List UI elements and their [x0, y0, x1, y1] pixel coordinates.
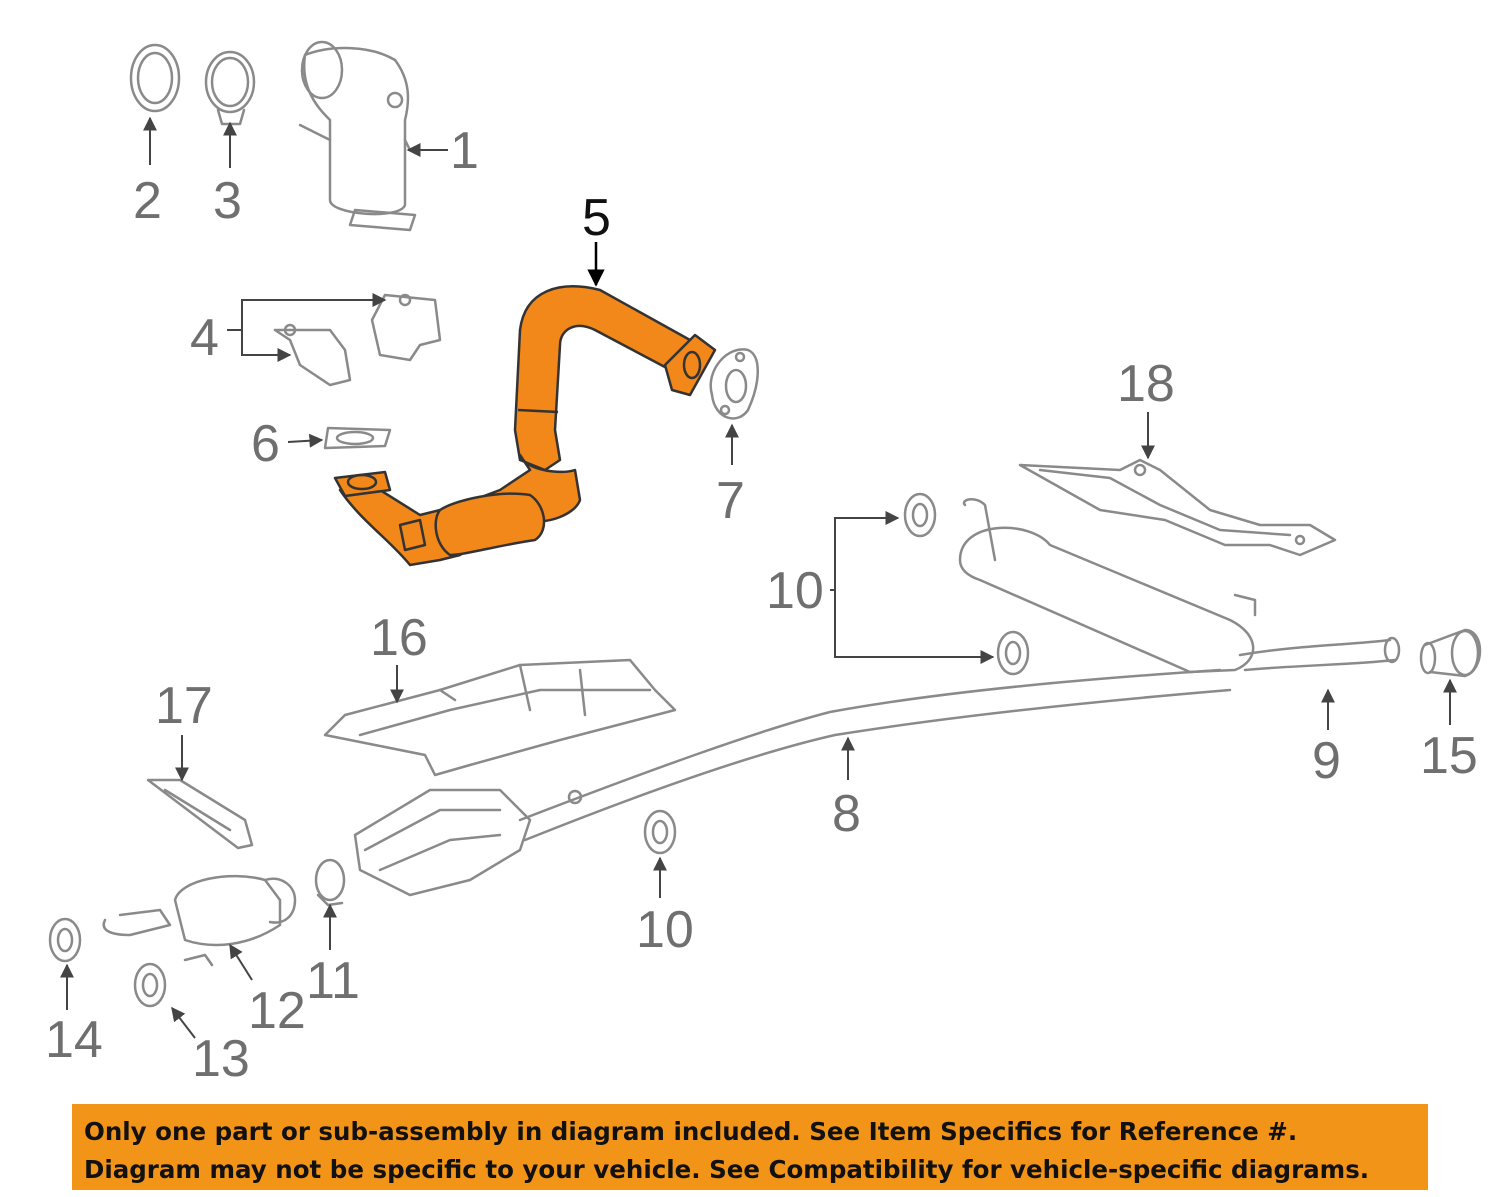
disclaimer-line-1: Only one part or sub-assembly in diagram…	[84, 1117, 1298, 1146]
callout-1: 1	[450, 122, 479, 180]
part-7-gasket	[709, 348, 759, 420]
callout-18: 18	[1117, 355, 1175, 413]
callout-14: 14	[45, 1011, 103, 1069]
callout-4: 4	[190, 309, 219, 367]
callout-8: 8	[832, 785, 861, 843]
callout-9: 9	[1312, 732, 1341, 790]
callout-10-lower: 10	[636, 901, 694, 959]
callout-11: 11	[306, 952, 360, 1010]
part-16-heat-shield	[323, 658, 677, 777]
leader-12	[229, 943, 253, 981]
part-9-muffler	[958, 498, 1401, 674]
part-5-front-pipe-highlighted	[333, 285, 717, 567]
part-11-clamp	[314, 858, 346, 907]
callout-3: 3	[213, 172, 242, 230]
part-8-intermediate-pipe	[353, 668, 1232, 897]
callout-17: 17	[155, 677, 213, 735]
callout-5: 5	[582, 189, 611, 247]
callout-13: 13	[192, 1030, 250, 1088]
part-4-brackets	[273, 293, 442, 387]
part-1-manifold-converter	[298, 40, 417, 232]
callout-16: 16	[370, 609, 428, 667]
callout-6: 6	[251, 415, 280, 473]
leader-13	[171, 1006, 196, 1039]
part-15-tail-tip	[1419, 628, 1482, 678]
leader-10a-lower	[834, 590, 995, 664]
part-10-grommet-upper	[903, 492, 937, 538]
part-12-converter	[102, 874, 297, 967]
part-3-clamp	[204, 50, 256, 126]
part-14-grommet	[48, 917, 82, 963]
part-6-gasket	[323, 426, 392, 450]
leader-6	[287, 433, 324, 448]
part-10-grommet-middle	[996, 630, 1030, 676]
part-10-grommet-lower	[643, 809, 677, 855]
callout-2: 2	[133, 172, 162, 230]
callout-7: 7	[716, 472, 745, 530]
disclaimer-banner: Only one part or sub-assembly in diagram…	[72, 1104, 1428, 1190]
part-17-bracket	[146, 778, 254, 850]
part-18-heat-shield	[1018, 458, 1337, 557]
leader-4	[227, 293, 387, 331]
part-2-gasket	[129, 43, 181, 113]
callout-12: 12	[248, 982, 306, 1040]
callout-10-upper: 10	[766, 562, 824, 620]
leader-10a	[830, 511, 900, 591]
part-13-grommet	[133, 962, 167, 1008]
leader-4b	[241, 330, 292, 362]
disclaimer-line-2: Diagram may not be specific to your vehi…	[84, 1155, 1370, 1184]
callout-15: 15	[1420, 727, 1478, 785]
